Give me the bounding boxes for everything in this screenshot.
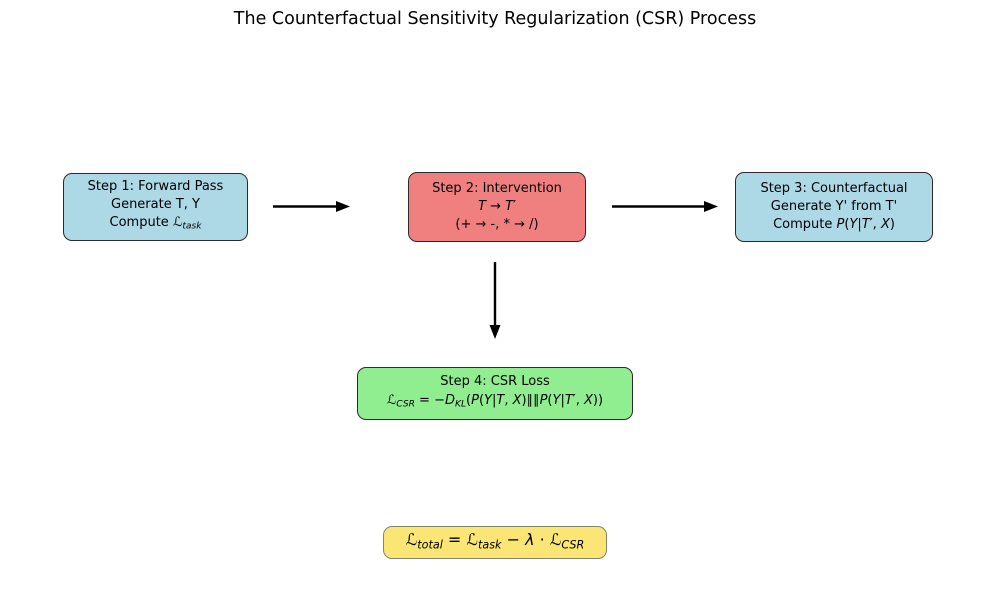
step1-detail: Generate T, Y — [111, 197, 200, 213]
step2-title: Step 2: Intervention — [432, 181, 562, 196]
step3-counterfactual-box: Step 3: Counterfactual Generate Y' from … — [735, 172, 933, 242]
step2-detail: T → T′ — [477, 199, 517, 214]
step4-formula: ℒCSR = −DKL(P(Y|T, X)∥∥P(Y|T′, X)) — [386, 393, 604, 410]
step4-csr-loss-box: Step 4: CSR Loss ℒCSR = −DKL(P(Y|T, X)∥∥… — [357, 367, 633, 420]
step2-formula: (+ → -, * → /) — [455, 217, 539, 232]
step3-formula: Compute P(Y|T′, X) — [773, 217, 895, 232]
step3-detail: Generate Y' from T' — [770, 199, 898, 214]
arrow-step1-to-step2 — [273, 201, 350, 212]
step1-title: Step 1: Forward Pass — [87, 179, 224, 195]
diagram-title: The Counterfactual Sensitivity Regulariz… — [233, 9, 757, 29]
arrow-step2-to-step3 — [612, 201, 718, 212]
step1-forward-pass-box: Step 1: Forward Pass Generate T, Y Compu… — [63, 173, 248, 241]
step3-title: Step 3: Counterfactual — [760, 181, 908, 196]
step2-intervention-box: Step 2: Intervention T → T′ (+ → -, * → … — [408, 172, 586, 242]
total-loss-formula-box: ℒtotal = ℒtask − λ · ℒCSR — [383, 526, 607, 559]
total-loss-formula: ℒtotal = ℒtask − λ · ℒCSR — [405, 529, 585, 552]
step1-formula: Compute ℒtask — [109, 215, 202, 232]
step4-title: Step 4: CSR Loss — [440, 374, 550, 390]
arrow-step2-to-step4 — [489, 262, 501, 339]
